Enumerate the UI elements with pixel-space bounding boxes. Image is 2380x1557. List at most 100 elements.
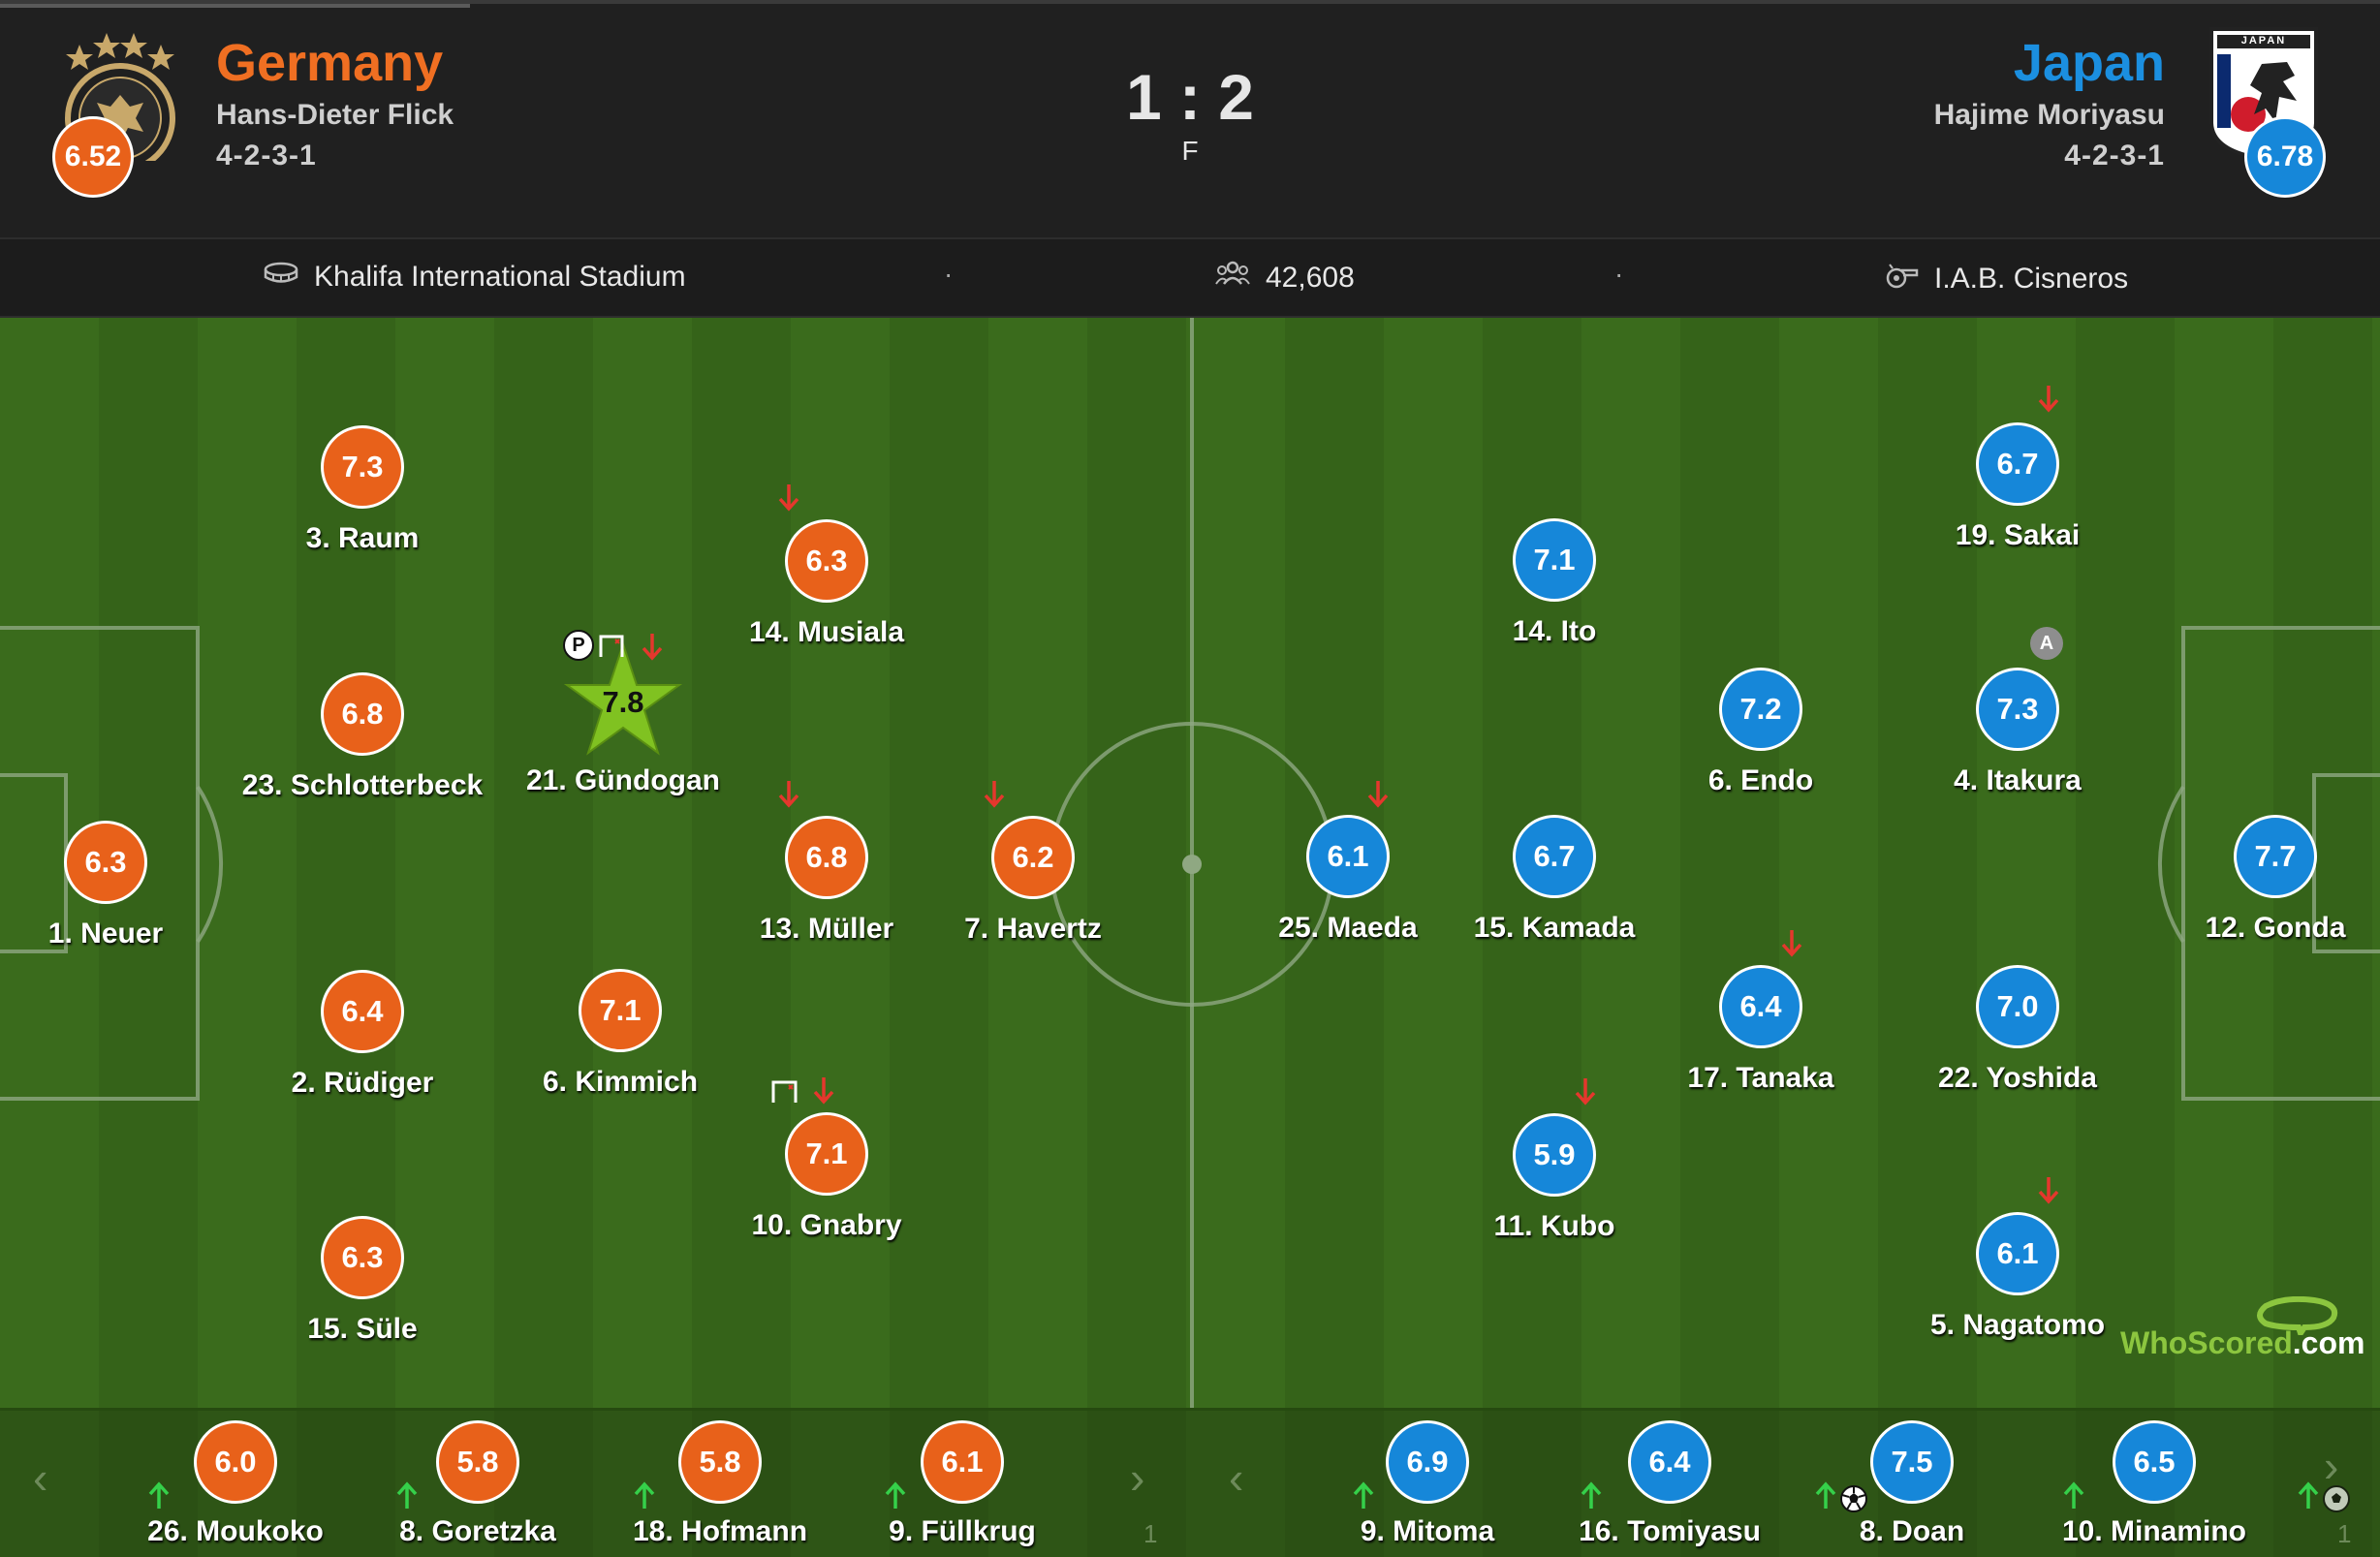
home-subs-next-button[interactable]: ›	[1130, 1452, 1145, 1503]
away-formation: 4-2-3-1	[2064, 140, 2165, 171]
sub-off-arrow-icon	[641, 632, 664, 661]
sub-tomiyasu[interactable]: 6.4 16. Tomiyasu	[1515, 1420, 1825, 1548]
player-name: 13. Müller	[759, 913, 894, 945]
sub-off-arrow-icon	[983, 779, 1006, 808]
player-name: 16. Tomiyasu	[1579, 1515, 1761, 1547]
player-endo[interactable]: 7.2 6. Endo	[1606, 668, 1916, 797]
player-rating: 5.9	[1513, 1113, 1596, 1197]
away-coach: Hajime Moriyasu	[1933, 99, 2165, 131]
sub-on-arrow-icon	[884, 1481, 907, 1510]
player-gundogan[interactable]: 7.8 21. Gündogan	[468, 642, 778, 797]
sub-off-arrow-icon	[777, 483, 800, 512]
player-rudiger[interactable]: 6.4 2. Rüdiger	[207, 970, 517, 1100]
player-rating: 6.4	[1719, 965, 1802, 1048]
sub-off-arrow-icon	[1574, 1076, 1597, 1105]
player-rating: 6.4	[321, 970, 404, 1053]
info-separator: ·	[1614, 259, 1624, 289]
sub-off-arrow-icon	[2037, 1175, 2060, 1204]
sub-hofmann[interactable]: 5.8 18. Hofmann	[565, 1420, 875, 1548]
sub-mitoma[interactable]: 6.9 9. Mitoma	[1272, 1420, 1582, 1548]
sub-on-arrow-icon	[147, 1481, 171, 1510]
player-name: 11. Kubo	[1493, 1210, 1615, 1242]
player-kimmich[interactable]: 7.1 6. Kimmich	[465, 969, 775, 1099]
player-name: 23. Schlotterbeck	[241, 769, 484, 801]
player-schlotterbeck[interactable]: 6.8 23. Schlotterbeck	[207, 672, 517, 802]
sub-off-arrow-icon	[777, 779, 800, 808]
player-musiala[interactable]: 6.3 14. Musiala	[672, 519, 982, 649]
player-havertz[interactable]: 6.2 7. Havertz	[878, 816, 1188, 946]
sub-moukoko[interactable]: 6.0 26. Moukoko	[80, 1420, 391, 1548]
home-team-name[interactable]: Germany	[216, 34, 444, 92]
player-neuer[interactable]: 6.3 1. Neuer	[0, 821, 261, 950]
player-name: 3. Raum	[305, 522, 420, 554]
player-rating: 7.7	[2234, 815, 2317, 898]
pitch: 7.3 3. Raum 6.8 23. Schlotterbeck 6.3 1.…	[0, 318, 2380, 1408]
player-sule[interactable]: 6.3 15. Süle	[207, 1216, 517, 1346]
player-name: 4. Itakura	[1954, 764, 2082, 796]
player-itakura[interactable]: 7.3 4. Itakura	[1863, 668, 2173, 797]
captain-badge-icon: A	[2030, 627, 2063, 660]
player-name: 8. Doan	[1859, 1515, 1965, 1547]
player-rating: 6.1	[921, 1420, 1004, 1504]
player-name: 14. Ito	[1512, 615, 1597, 647]
assist-post-icon	[598, 634, 625, 664]
home-coach: Hans-Dieter Flick	[216, 99, 454, 131]
away-subs-prev-button[interactable]: ‹	[1229, 1452, 1244, 1503]
away-team-name[interactable]: Japan	[2013, 34, 2165, 92]
player-name: 1. Neuer	[47, 918, 164, 950]
sub-off-arrow-icon	[2037, 384, 2060, 413]
player-rating: 6.2	[991, 816, 1075, 899]
player-rating: 6.0	[194, 1420, 277, 1504]
whoscored-logo: WhoScored.com	[2120, 1296, 2364, 1364]
home-subs-page-indicator: 1	[1143, 1519, 1158, 1548]
player-ito[interactable]: 7.1 14. Ito	[1399, 518, 1709, 648]
player-rating: 6.1	[1306, 815, 1390, 898]
player-name: 15. Süle	[307, 1313, 418, 1345]
goal-post-icon	[770, 1079, 799, 1109]
player-name: 2. Rüdiger	[291, 1067, 434, 1099]
player-rating: 6.4	[1628, 1420, 1711, 1504]
stadium-icon	[264, 261, 298, 294]
stadium-name: Khalifa International Stadium	[314, 261, 686, 293]
player-rating: 6.7	[1513, 815, 1596, 898]
player-raum[interactable]: 7.3 3. Raum	[207, 425, 517, 555]
man-of-the-match-star-icon: 7.8	[563, 642, 683, 757]
attendance-icon	[1215, 261, 1250, 296]
attendance-info: 42,608	[1215, 261, 1355, 296]
player-rating: 5.8	[678, 1420, 762, 1504]
player-name: 14. Musiala	[748, 616, 905, 648]
player-rating: 6.5	[2113, 1420, 2196, 1504]
player-rating: 6.3	[64, 821, 147, 904]
away-subs-next-button[interactable]: ›	[2324, 1441, 2339, 1491]
sub-minamino[interactable]: 6.5 10. Minamino	[1999, 1420, 2309, 1548]
sub-on-arrow-icon	[395, 1481, 419, 1510]
sub-doan[interactable]: 7.5 8. Doan	[1757, 1420, 2067, 1548]
info-separator: ·	[944, 259, 954, 289]
sub-goretzka[interactable]: 5.8 8. Goretzka	[323, 1420, 633, 1548]
player-kamada[interactable]: 6.7 15. Kamada	[1399, 815, 1709, 945]
stadium-info: Khalifa International Stadium	[264, 261, 686, 294]
player-rating: 6.3	[785, 519, 868, 603]
player-muller[interactable]: 6.8 13. Müller	[672, 816, 982, 946]
player-rating: 5.8	[436, 1420, 519, 1504]
player-sakai[interactable]: 6.7 19. Sakai	[1863, 422, 2173, 552]
player-rating: 7.1	[785, 1112, 868, 1196]
sub-fullkrug[interactable]: 6.1 9. Füllkrug	[807, 1420, 1117, 1548]
player-maeda[interactable]: 6.1 25. Maeda	[1193, 815, 1503, 945]
player-rating: 6.9	[1386, 1420, 1469, 1504]
player-gonda[interactable]: 7.7 12. Gonda	[2120, 815, 2380, 945]
player-tanaka[interactable]: 6.4 17. Tanaka	[1606, 965, 1916, 1095]
sub-on-arrow-icon	[633, 1481, 656, 1510]
japan-team-rating: 6.78	[2244, 116, 2326, 198]
player-rating: 6.8	[785, 816, 868, 899]
player-nagatomo[interactable]: 6.1 5. Nagatomo	[1863, 1212, 2173, 1342]
player-name: 10. Minamino	[2061, 1515, 2247, 1547]
player-kubo[interactable]: 5.9 11. Kubo	[1399, 1113, 1709, 1243]
player-rating: 6.8	[321, 672, 404, 756]
player-name: 9. Füllkrug	[889, 1515, 1036, 1547]
player-yoshida[interactable]: 7.0 22. Yoshida	[1863, 965, 2173, 1095]
player-gnabry[interactable]: 7.1 10. Gnabry	[672, 1112, 982, 1242]
match-score: 1 : 2	[1125, 61, 1255, 133]
sub-on-arrow-icon	[1352, 1481, 1375, 1510]
home-subs-prev-button[interactable]: ‹	[33, 1452, 48, 1503]
